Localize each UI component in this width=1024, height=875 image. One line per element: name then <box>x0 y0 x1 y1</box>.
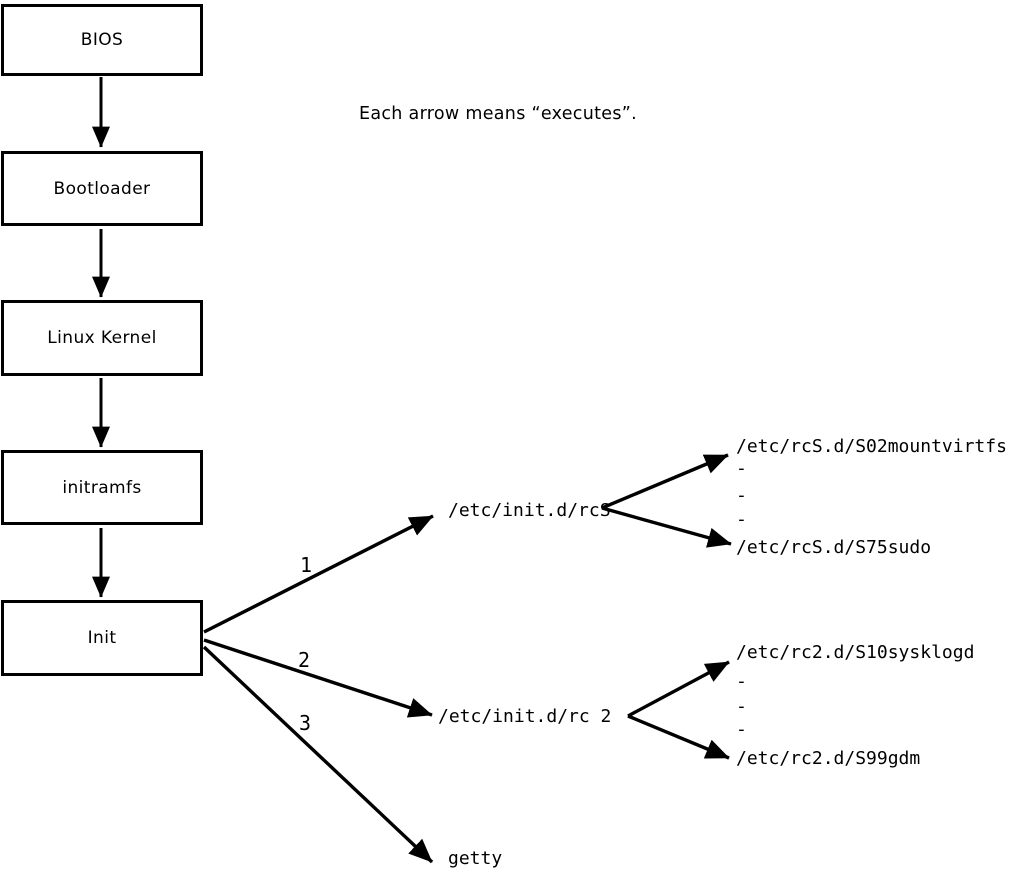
arrow-init-to-rcs <box>203 514 434 634</box>
branch-order-1: 1 <box>300 553 313 577</box>
arrow-rcs-to-first-script <box>601 453 729 510</box>
rcs-ellipsis-dash-2: - <box>736 485 747 506</box>
box-bios-label: BIOS <box>80 30 124 50</box>
box-linux-kernel-label: Linux Kernel <box>47 328 157 348</box>
box-initramfs-label: initramfs <box>62 477 142 498</box>
rc2-ellipsis-dash-1: - <box>736 671 747 692</box>
rc2-ellipsis-dash-3: - <box>736 719 747 740</box>
rcs-ellipsis-dash-1: - <box>736 458 747 479</box>
box-init-label: Init <box>87 628 117 648</box>
box-bios: BIOS <box>1 4 203 76</box>
arrow-rcs-to-last-script <box>601 506 732 548</box>
box-init: Init <box>1 600 203 676</box>
arrow-rc2-to-first-script <box>627 660 730 718</box>
arrow-rc2-to-last-script <box>627 714 730 760</box>
box-linux-kernel: Linux Kernel <box>1 300 203 376</box>
box-bootloader-label: Bootloader <box>53 178 151 199</box>
box-initramfs: initramfs <box>1 450 203 525</box>
arrow-init-to-rc2 <box>203 638 433 718</box>
node-etc-init-d-rcs: /etc/init.d/rcS <box>448 500 611 521</box>
diagram-note: Each arrow means “executes”. <box>359 104 637 124</box>
node-rcs-last-script: /etc/rcS.d/S75sudo <box>736 537 932 558</box>
branch-order-3: 3 <box>299 711 312 735</box>
arrow-init-to-getty <box>202 645 434 864</box>
node-rcs-first-script: /etc/rcS.d/S02mountvirtfs <box>736 436 1007 457</box>
box-bootloader: Bootloader <box>1 151 203 226</box>
node-etc-init-d-rc2: /etc/init.d/rc 2 <box>438 706 612 727</box>
node-rc2-last-script: /etc/rc2.d/S99gdm <box>736 748 921 769</box>
node-getty: getty <box>448 848 503 869</box>
branch-order-2: 2 <box>298 648 311 672</box>
rcs-ellipsis-dash-3: - <box>736 509 747 530</box>
rc2-ellipsis-dash-2: - <box>736 696 747 717</box>
node-rc2-first-script: /etc/rc2.d/S10sysklogd <box>736 642 975 663</box>
